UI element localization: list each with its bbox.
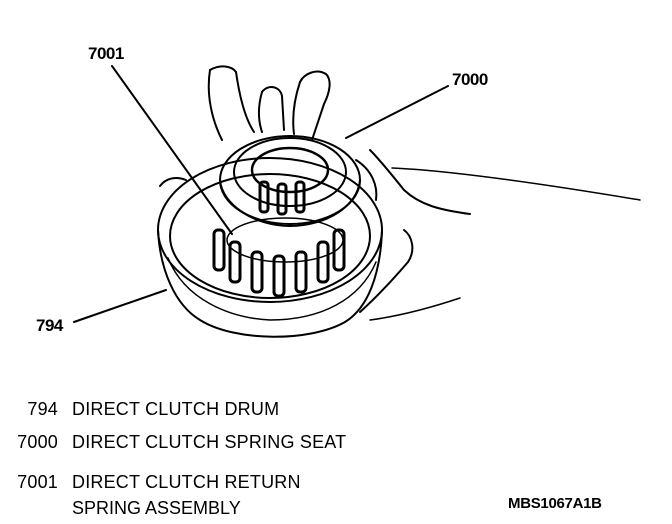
callout-7000: 7000 — [452, 70, 488, 89]
spring-seat-7000-drawing — [219, 135, 361, 263]
legend-description: DIRECT CLUTCH SPRING SEAT — [72, 432, 347, 452]
legend-number: 7000 — [17, 432, 58, 452]
hand-drawing — [207, 65, 641, 321]
legend-description: DIRECT CLUTCH RETURN — [72, 472, 301, 492]
figure-code: MBS1067A1B — [508, 495, 602, 512]
legend-description: DIRECT CLUTCH DRUM — [72, 399, 280, 419]
legend-description-continued: SPRING ASSEMBLY — [72, 498, 241, 518]
legend-number: 7001 — [17, 472, 58, 492]
callout-794: 794 — [36, 316, 63, 335]
clutch-drawing — [73, 65, 641, 338]
callout-7001: 7001 — [88, 44, 124, 63]
legend-number: 794 — [27, 399, 58, 419]
return-spring-7001-drawing — [212, 180, 346, 298]
drum-794-drawing — [157, 157, 383, 338]
leader-lines — [73, 65, 449, 323]
clutch-illustration: 7001 7000 794 — [36, 44, 641, 338]
